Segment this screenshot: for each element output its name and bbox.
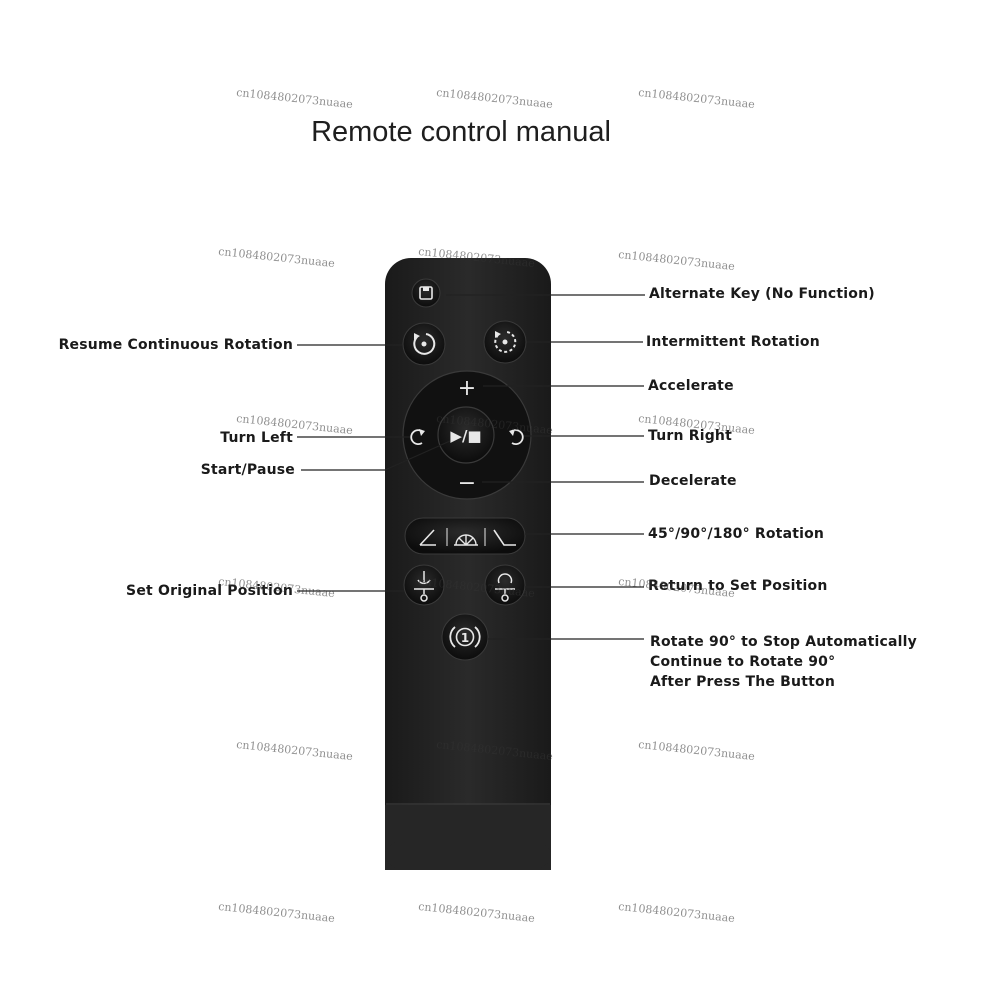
label-rotate-90-line2: Continue to Rotate 90° — [650, 654, 836, 670]
label-turn-right: Turn Right — [648, 428, 732, 444]
intermittent-rotation-button[interactable] — [483, 320, 527, 364]
rotate-dashed-icon — [494, 331, 517, 353]
label-rotate-90-line1: Rotate 90° to Stop Automatically — [650, 634, 917, 650]
turn-right-button[interactable] — [509, 429, 524, 446]
alternate-key-button[interactable] — [411, 278, 441, 308]
leader-start-pause-diag — [384, 440, 451, 471]
label-turn-left: Turn Left — [220, 430, 293, 446]
return-position-button[interactable] — [484, 564, 526, 606]
page-title: Remote control manual — [311, 116, 611, 148]
one-icon: 1 — [461, 631, 469, 645]
rotate-solid-icon — [413, 333, 436, 355]
label-angle-rotation: 45°/90°/180° Rotation — [648, 526, 825, 542]
label-accelerate: Accelerate — [648, 378, 734, 394]
paren-left-icon — [449, 626, 456, 648]
return-position-icon — [495, 573, 515, 602]
angle-rotation-button[interactable] — [404, 517, 526, 555]
label-start-pause: Start/Pause — [200, 462, 295, 478]
start-pause-button[interactable]: ▶/■ — [437, 406, 495, 464]
plus-icon: + — [458, 376, 476, 401]
resume-rotation-button[interactable] — [402, 322, 446, 366]
decelerate-button[interactable]: − — [458, 471, 476, 496]
label-intermittent: Intermittent Rotation — [646, 334, 820, 350]
label-resume-rotation: Resume Continuous Rotation — [58, 337, 293, 353]
play-pause-icon: ▶/■ — [450, 427, 481, 445]
set-original-position-button[interactable] — [403, 564, 445, 606]
angle-180-icon — [454, 534, 478, 546]
paren-right-icon — [474, 626, 481, 648]
minus-icon: − — [458, 471, 476, 496]
set-position-icon — [414, 571, 434, 602]
rotate-90-button[interactable]: 1 — [441, 613, 489, 661]
label-return-position: Return to Set Position — [648, 578, 828, 594]
label-rotate-90: Rotate 90° to Stop Automatically Continu… — [650, 632, 917, 692]
label-decelerate: Decelerate — [649, 473, 737, 489]
label-alternate-key: Alternate Key (No Function) — [649, 286, 875, 302]
angle-90-icon — [493, 529, 516, 546]
angle-45-icon — [419, 529, 436, 546]
label-rotate-90-line3: After Press The Button — [650, 674, 835, 690]
remote-bottom-cap-round — [385, 840, 551, 870]
leader-lines — [297, 294, 645, 640]
accelerate-button[interactable]: + — [458, 376, 476, 401]
label-set-original: Set Original Position — [126, 583, 293, 599]
turn-left-button[interactable] — [410, 429, 425, 446]
